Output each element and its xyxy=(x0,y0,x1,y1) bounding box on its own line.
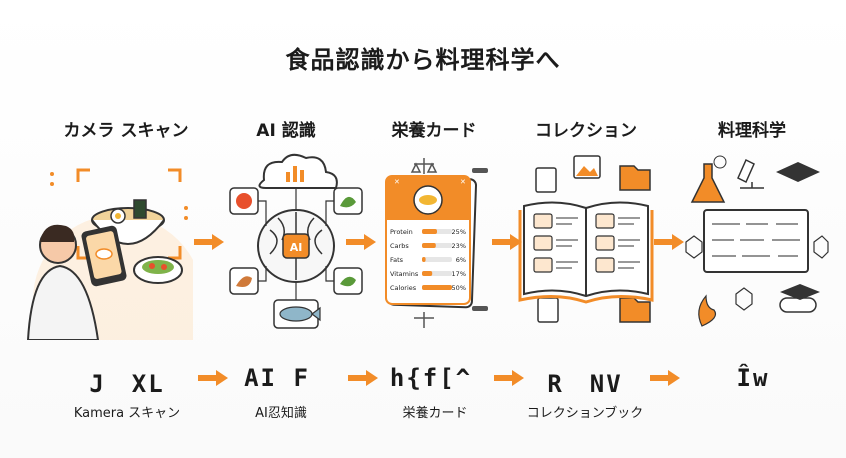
ai-brain-icon: AI xyxy=(229,153,363,329)
nutrient-value: 17% xyxy=(452,270,466,278)
stage-code-nutrition-card: h{f[^ xyxy=(389,364,473,392)
stage-code-culinary-science: Îw xyxy=(736,364,770,392)
flow-arrow-icon xyxy=(198,370,228,386)
flow-arrow-icon xyxy=(194,234,224,250)
nutrition-table: Protein 25% Carbs 23% Fats 6% Vitamins 17% Calor… xyxy=(390,228,466,292)
stage-heading-nutrition-card: 栄養カード xyxy=(391,121,477,141)
stage-caption-camera-scan: Kamera スキャン xyxy=(73,406,181,421)
stage-heading-culinary-science: 料理科学 xyxy=(718,121,786,141)
stage-code-ai-recognition: AI F xyxy=(244,364,310,392)
ai-chip-label: AI xyxy=(290,241,303,254)
stage-caption-collection: コレクションブック xyxy=(526,406,644,421)
nutrient-bar-fill xyxy=(422,229,437,234)
nutrient-label: Carbs xyxy=(390,242,409,250)
nutrient-label: Calories xyxy=(390,284,417,292)
page-title: 食品認識から料理科学へ xyxy=(285,46,561,74)
nutrient-value: 23% xyxy=(452,242,466,250)
nutrient-bar-fill xyxy=(422,243,436,248)
stage-heading-camera-scan: カメラ スキャン xyxy=(63,121,189,141)
nutrient-bar-track xyxy=(422,257,452,262)
nutrient-label: Fats xyxy=(390,256,404,264)
stage-heading-ai-recognition: AI 認識 xyxy=(256,121,316,141)
flow-arrow-icon xyxy=(492,234,522,250)
stage-code-camera-scan: J XL xyxy=(89,370,165,398)
stage-caption-ai-recognition: AI忍知識 xyxy=(255,406,307,421)
nutrient-bar-fill xyxy=(422,257,426,262)
nutrient-value: 50% xyxy=(452,284,466,292)
flow-arrow-icon xyxy=(650,370,680,386)
stage-caption-nutrition-card: 栄養カード xyxy=(402,406,468,421)
culinary-science-icon xyxy=(685,155,829,327)
nutrient-value: 25% xyxy=(452,228,466,236)
flow-arrow-icon xyxy=(348,370,378,386)
flow-arrow-icon xyxy=(346,234,376,250)
flow-arrow-icon xyxy=(654,234,684,250)
camera-scan-icon xyxy=(26,168,193,340)
nutrient-bar-fill xyxy=(422,285,452,290)
stage-code-collection: R NV xyxy=(547,370,623,398)
nutrition-card-icon: ✕ ✕ Protein 25% Carbs 23% Fats 6% Vitamins 17% C… xyxy=(385,158,488,328)
flow-arrow-icon xyxy=(494,370,524,386)
nutrient-label: Protein xyxy=(390,228,413,236)
svg-text:✕: ✕ xyxy=(394,178,400,186)
nutrient-label: Vitamins xyxy=(390,270,419,278)
nutrient-bar-fill xyxy=(422,271,433,276)
svg-text:✕: ✕ xyxy=(460,178,466,186)
collection-book-icon xyxy=(518,155,654,323)
stage-heading-collection: コレクション xyxy=(535,121,637,141)
nutrient-value: 6% xyxy=(456,256,466,264)
